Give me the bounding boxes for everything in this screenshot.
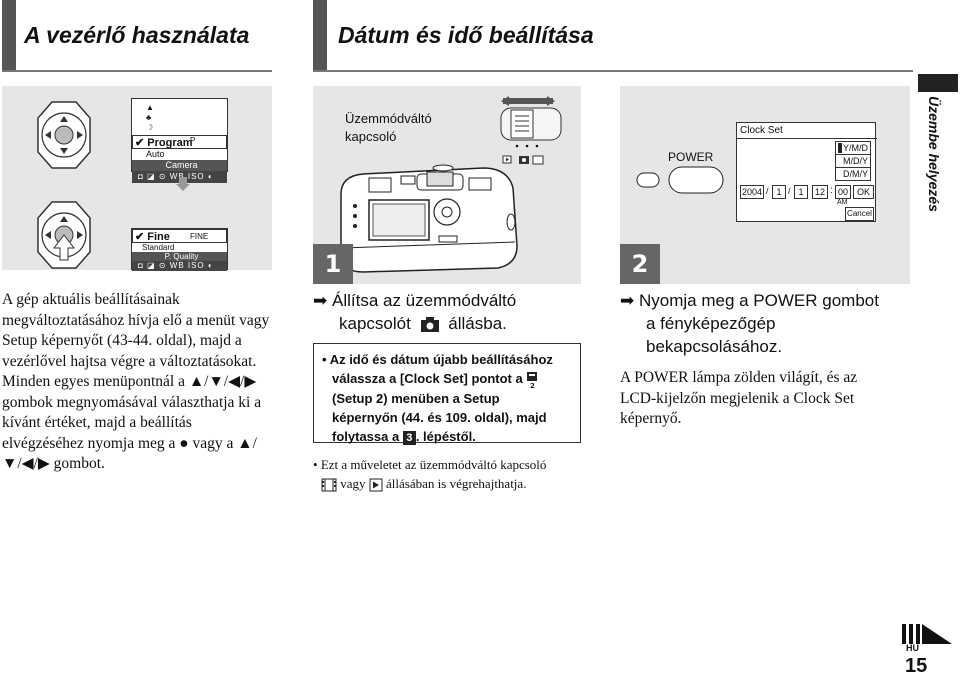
- year-field[interactable]: 2004: [740, 185, 764, 199]
- cancel-button[interactable]: Cancel: [845, 207, 874, 221]
- hour-field[interactable]: 12: [812, 185, 828, 199]
- clock-set-title: Clock Set: [740, 125, 783, 136]
- step-number-2: 2: [620, 244, 660, 284]
- step-number-1: 1: [313, 244, 353, 284]
- menu-item-standard[interactable]: Standard: [142, 243, 175, 252]
- portrait-icon: ♣: [146, 113, 152, 122]
- control-button-icon: [37, 101, 91, 169]
- step1-extra-note: • Ezt a műveletet az üzemmódváltó kapcso…: [313, 457, 547, 492]
- time-separator: :: [830, 185, 833, 196]
- down-arrow-icon: [176, 177, 190, 191]
- left-page-title: A vezérlő használata: [24, 22, 250, 48]
- controller-illustration-panel: ▲ ♣ ☽ ✔ Program Auto Camera ◘ ◪ ⊙ WB ISO…: [2, 86, 272, 271]
- left-header-bar: [2, 0, 16, 70]
- step-ref-badge: 3: [402, 430, 416, 445]
- power-button-icon: [668, 166, 724, 194]
- menu-item-program[interactable]: ✔ Program: [132, 135, 227, 149]
- section-tab-label: Üzembe helyezés: [926, 96, 942, 212]
- clock-title-rule: [737, 138, 877, 139]
- section-tab-marker: [918, 74, 958, 92]
- format-option-dmy[interactable]: D/M/Y: [835, 167, 871, 181]
- mode-switch-label: Üzemmódváltó kapcsoló: [345, 111, 432, 144]
- step1-note-box: • Az idő és dátum újabb beállításához vá…: [313, 343, 581, 445]
- mode-switch-icon: [500, 96, 562, 165]
- date-separator: /: [766, 186, 769, 196]
- clock-set-screen: Clock Set Y/M/D M/D/Y D/M/Y 2004 / 1 / 1…: [736, 122, 877, 222]
- page-marker-icon: [902, 624, 952, 644]
- movie-mode-icon: [321, 478, 337, 492]
- right-header-rule: [313, 70, 913, 72]
- date-separator: /: [788, 186, 791, 196]
- camera-illustration: [340, 164, 518, 273]
- step2-instruction: ➡ Nyomja meg a POWER gombot a fényképező…: [620, 291, 879, 356]
- step2-illustration-panel: POWER Clock Set Y/M/D M/D/Y D/M/Y 2004 /…: [620, 86, 910, 284]
- camera-mode-icon: [420, 316, 439, 332]
- landscape-icon: ▲: [146, 103, 154, 112]
- month-field[interactable]: 1: [772, 185, 786, 199]
- night-icon: ☽: [146, 123, 154, 132]
- left-header-rule: [2, 70, 272, 72]
- ok-button[interactable]: OK: [853, 185, 874, 199]
- format-option-mdy[interactable]: M/D/Y: [835, 154, 871, 168]
- menu-item-auto[interactable]: Auto: [146, 149, 165, 159]
- ampm-label: AM: [837, 199, 848, 206]
- arrow-icon: ➡: [620, 291, 635, 310]
- minute-field[interactable]: 00: [835, 185, 851, 199]
- menu-side-value: FINE: [190, 232, 209, 241]
- left-paragraph: A gép aktuális beállításainak megváltozt…: [2, 291, 270, 472]
- step2-body-text: A POWER lámpa zölden világít, és az LCD-…: [620, 369, 858, 427]
- power-label: POWER: [668, 150, 714, 164]
- power-lamp-icon: [636, 172, 660, 188]
- arrow-icon: ➡: [313, 291, 328, 310]
- language-code: HU: [906, 643, 919, 653]
- step1-instruction: ➡ Állítsa az üzemmódváltó kapcsolót állá…: [313, 291, 517, 333]
- svg-text:2: 2: [530, 382, 535, 389]
- right-page-title: Dátum és idő beállítása: [338, 22, 594, 48]
- menu-item-picture-quality[interactable]: P. Quality: [132, 252, 227, 261]
- menu-icon-row: ◘ ◪ ⊙ WB ISO ◐: [132, 261, 227, 271]
- note-text: • Az idő és dátum újabb beállításához vá…: [322, 352, 553, 445]
- menu-screen-program: ▲ ♣ ☽ ✔ Program Auto Camera ◘ ◪ ⊙ WB ISO…: [131, 98, 228, 183]
- menu-item-camera[interactable]: Camera: [132, 160, 227, 171]
- step1-illustration-panel: Üzemmódváltó kapcsoló: [313, 86, 581, 284]
- menu-side-value: P: [190, 136, 196, 145]
- format-option-ymd[interactable]: Y/M/D: [835, 141, 871, 155]
- control-button-pressed-icon: [37, 201, 91, 269]
- menu-screen-quality: ✔ Fine Standard P. Quality ◘ ◪ ⊙ WB ISO …: [131, 228, 228, 271]
- menu-item-fine[interactable]: ✔ Fine: [132, 229, 227, 243]
- day-field[interactable]: 1: [794, 185, 808, 199]
- right-header-bar: [313, 0, 327, 70]
- left-body-text: A gép aktuális beállításainak megváltozt…: [2, 290, 272, 475]
- page-number: 15: [905, 655, 928, 677]
- setup2-icon: 2: [527, 371, 538, 389]
- playback-mode-icon: [369, 478, 383, 492]
